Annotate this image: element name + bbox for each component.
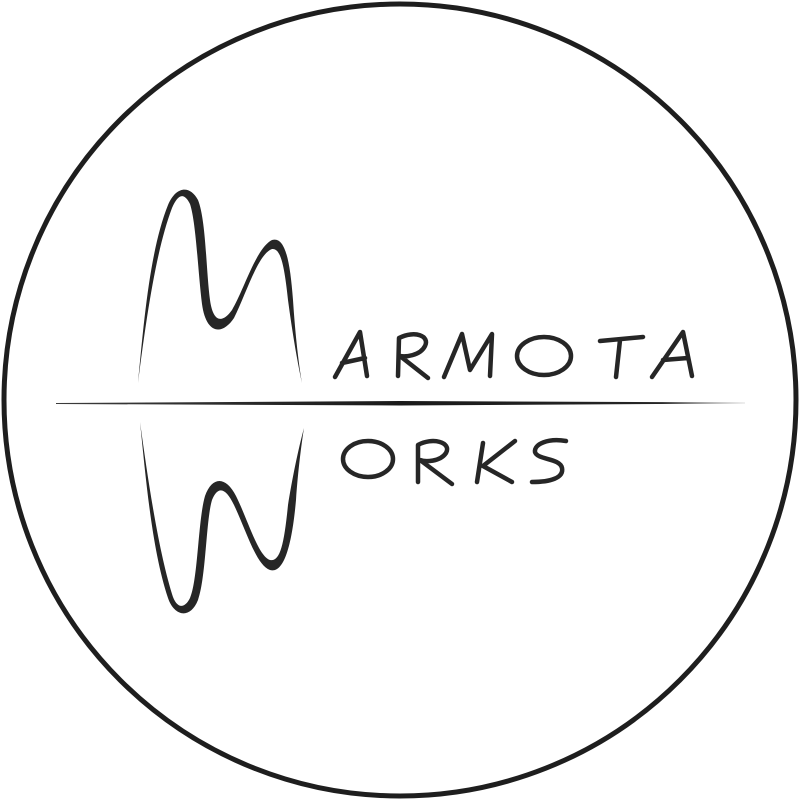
horizontal-divider xyxy=(56,401,745,406)
armota-text xyxy=(332,329,695,381)
orks-text xyxy=(340,438,569,487)
m-wave-glyph xyxy=(138,189,302,383)
w-wave-glyph xyxy=(140,422,304,614)
